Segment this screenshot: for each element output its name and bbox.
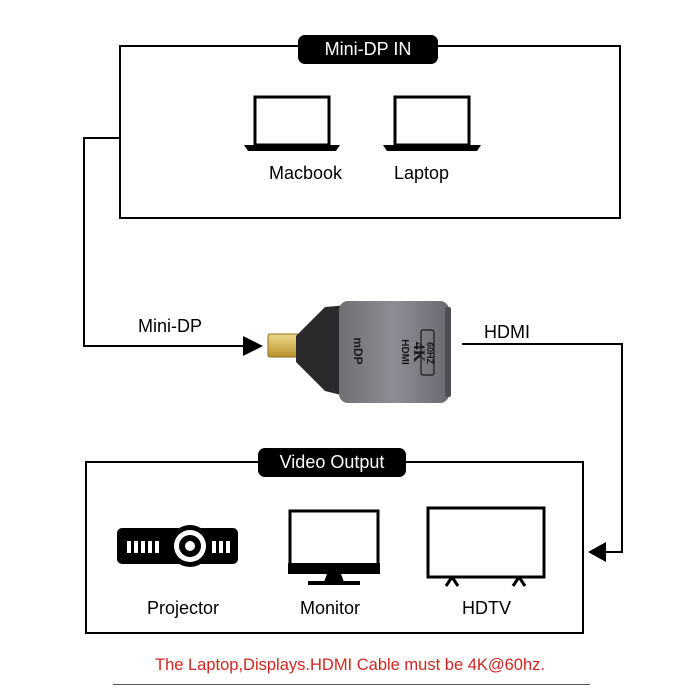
mini-dp-plug-tip xyxy=(267,333,300,358)
projector-label: Projector xyxy=(147,598,220,618)
adapter-image: mDP HDMI 4K 60HZ xyxy=(267,301,451,403)
input-box-title: Mini-DP IN xyxy=(298,35,438,64)
mini-dp-port-label: Mini-DP xyxy=(138,316,203,336)
input-box xyxy=(119,45,621,219)
adapter-4k-text: 4K xyxy=(410,342,427,363)
hdmi-arrow-icon xyxy=(588,542,606,562)
laptop-icon xyxy=(383,95,481,151)
mini-dp-connector-line xyxy=(83,137,250,347)
hdmi-port-label: HDMI xyxy=(484,322,530,342)
output-box-title: Video Output xyxy=(258,448,406,477)
adapter-hdmi-text: HDMI xyxy=(399,339,410,365)
adapter-mdp-text: mDP xyxy=(351,337,365,364)
laptop-label: Laptop xyxy=(394,163,450,183)
monitor-label: Monitor xyxy=(300,598,361,618)
hdtv-label: HDTV xyxy=(462,598,511,618)
macbook-icon xyxy=(244,95,340,151)
hdmi-connector-line xyxy=(462,343,623,553)
macbook-label: Macbook xyxy=(269,163,343,183)
projector-icon xyxy=(117,525,238,567)
footer-note: The Laptop,Displays.HDMI Cable must be 4… xyxy=(154,656,545,674)
hdtv-icon xyxy=(426,506,546,587)
mini-dp-arrow-icon xyxy=(243,336,263,356)
adapter-60hz-text: 60HZ xyxy=(425,342,435,365)
footer-underline xyxy=(113,684,590,685)
monitor-icon xyxy=(288,509,380,585)
